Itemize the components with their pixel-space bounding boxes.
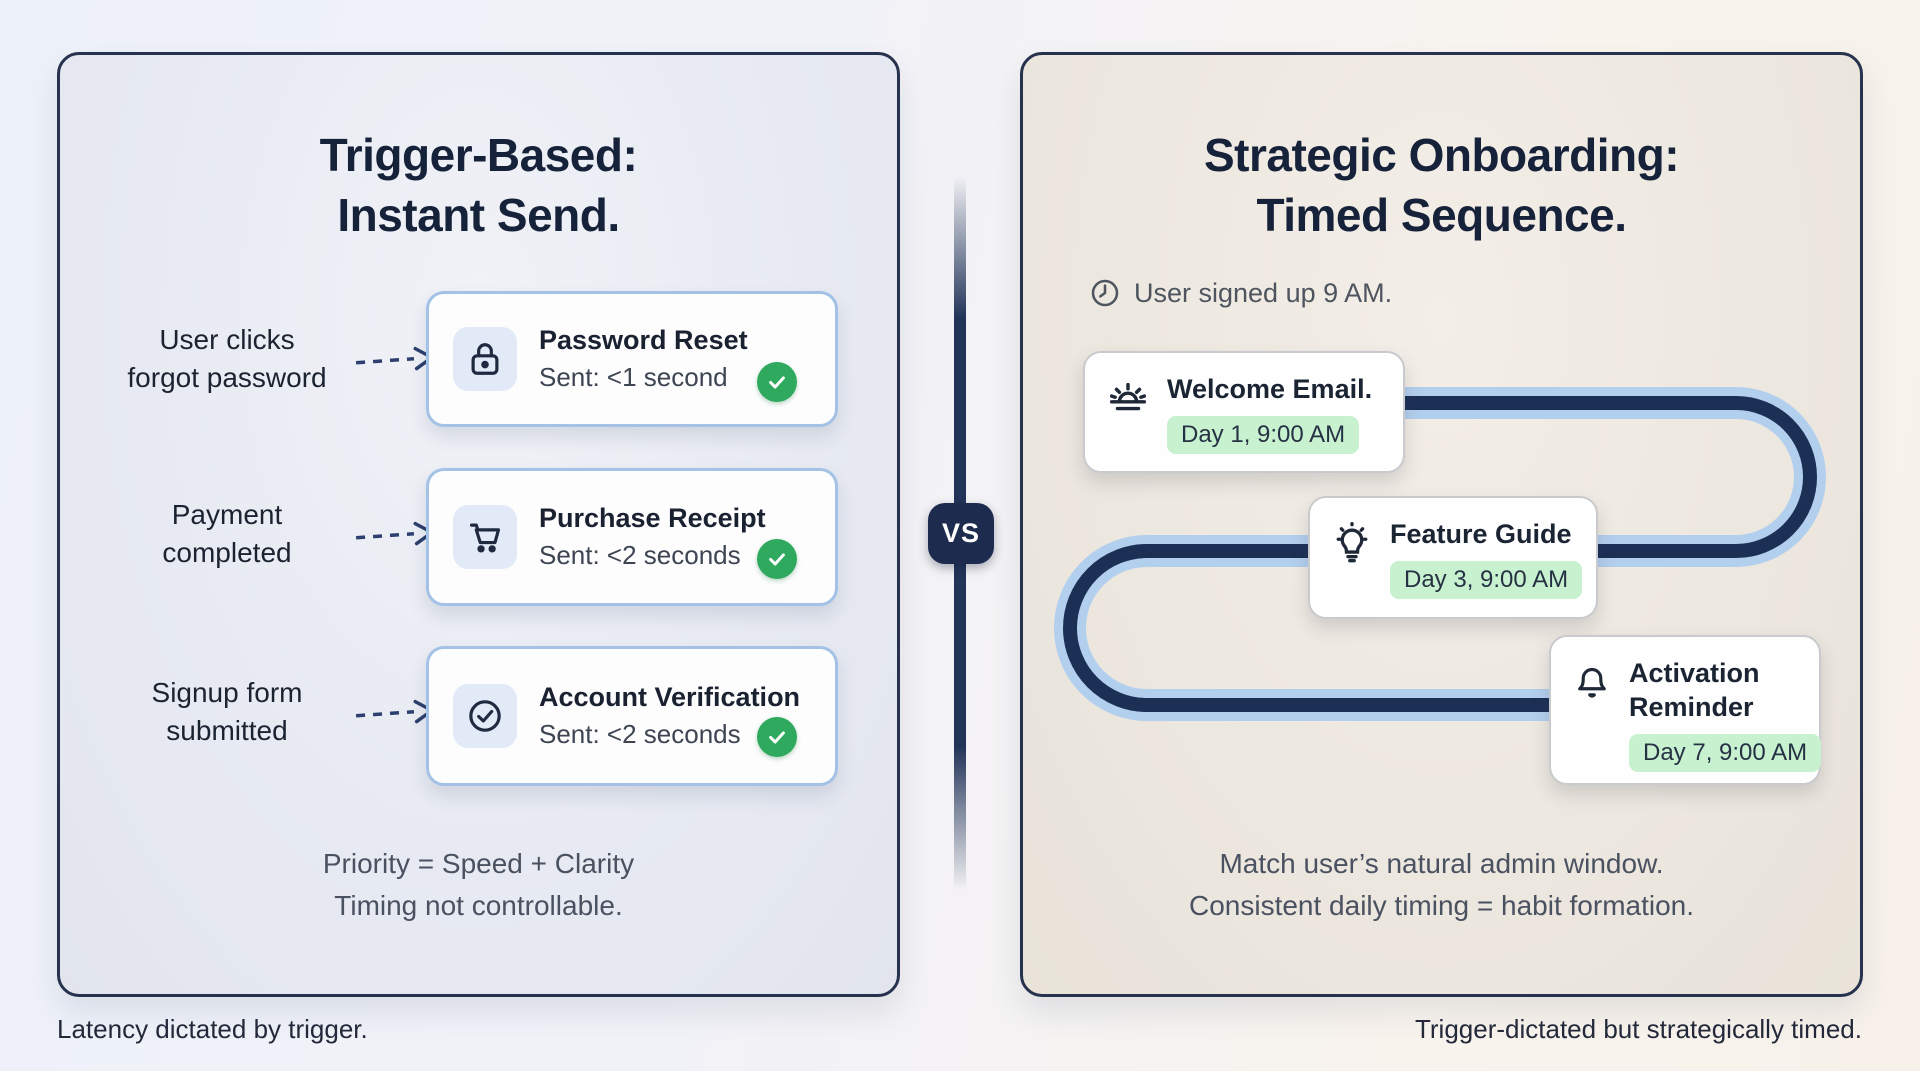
signup-note-text: User signed up 9 AM. <box>1134 277 1393 308</box>
bell-icon <box>1571 659 1613 701</box>
success-check-icon <box>757 362 797 402</box>
trigger-label-line1: User clicks <box>159 324 295 355</box>
card-purchase-receipt: Purchase Receipt Sent: <2 seconds <box>426 468 838 606</box>
step-schedule-badge: Day 7, 9:00 AM <box>1629 733 1822 772</box>
right-title-line2: Timed Sequence. <box>1256 188 1627 241</box>
card-account-verification: Account Verification Sent: <2 seconds <box>426 646 838 786</box>
left-footnote-line2: Timing not controllable. <box>334 890 623 921</box>
trigger-label-line2: forgot password <box>127 361 327 393</box>
sunrise-icon <box>1105 375 1151 421</box>
clock-icon <box>1089 277 1121 309</box>
step-title: Feature Guide <box>1390 519 1572 549</box>
right-panel-title: Strategic Onboarding: Timed Sequence. <box>1023 126 1860 246</box>
vs-badge: VS <box>928 503 994 564</box>
step-title: Welcome Email. <box>1167 374 1373 404</box>
left-panel-footnote: Priority = Speed + Clarity Timing not co… <box>60 843 897 927</box>
left-title-line1: Trigger-Based: <box>319 128 638 181</box>
vs-label: VS <box>941 518 981 548</box>
left-panel-title: Trigger-Based: Instant Send. <box>60 126 897 246</box>
card-title: Account Verification <box>539 682 801 712</box>
right-title-line1: Strategic Onboarding: <box>1203 128 1680 181</box>
right-panel-footnote: Match user’s natural admin window. Consi… <box>1023 843 1860 927</box>
trigger-based-panel: Trigger-Based: Instant Send. User clicks… <box>57 52 900 997</box>
check-circle-icon <box>453 684 517 748</box>
left-title-line2: Instant Send. <box>337 188 620 241</box>
trigger-label-line2: completed <box>162 536 292 568</box>
left-footnote-line1: Priority = Speed + Clarity <box>322 848 635 879</box>
card-sent-time: Sent: <2 seconds <box>539 719 741 749</box>
trigger-label-forgot-password: User clicks forgot password <box>82 321 372 397</box>
card-title: Purchase Receipt <box>539 503 766 533</box>
timeline-snake-path <box>1054 387 1826 721</box>
left-caption: Latency dictated by trigger. <box>57 1014 368 1044</box>
card-sent-time: Sent: <1 second <box>539 362 728 392</box>
success-check-icon <box>757 539 797 579</box>
trigger-label-signup: Signup form submitted <box>82 674 372 750</box>
step-schedule-badge: Day 3, 9:00 AM <box>1390 560 1583 599</box>
lock-icon <box>453 327 517 391</box>
trigger-label-line2: submitted <box>166 714 288 746</box>
signup-note-row: User signed up 9 AM. <box>1089 277 1392 309</box>
step-card-feature-guide: Feature Guide Day 3, 9:00 AM <box>1308 496 1598 619</box>
step-card-activation-reminder: Activation Reminder Day 7, 9:00 AM <box>1549 635 1822 785</box>
card-sent-time: Sent: <2 seconds <box>539 540 741 570</box>
step-title: Activation Reminder <box>1629 658 1760 722</box>
step-schedule-badge: Day 1, 9:00 AM <box>1167 415 1360 454</box>
right-caption: Trigger-dictated but strategically timed… <box>1414 1014 1862 1044</box>
right-footnote-line2: Consistent daily timing = habit formatio… <box>1188 890 1695 921</box>
trigger-label-line1: Signup form <box>151 677 303 708</box>
right-footnote-line1: Match user’s natural admin window. <box>1219 848 1664 879</box>
lightbulb-icon <box>1330 520 1374 564</box>
step-card-welcome-email: Welcome Email. Day 1, 9:00 AM <box>1083 351 1405 473</box>
strategic-onboarding-panel: Strategic Onboarding: Timed Sequence. Us… <box>1020 52 1863 997</box>
card-title: Password Reset <box>539 325 748 355</box>
trigger-label-payment: Payment completed <box>82 496 372 572</box>
cart-icon <box>453 505 517 569</box>
card-password-reset: Password Reset Sent: <1 second <box>426 291 838 427</box>
trigger-label-line1: Payment <box>171 499 283 530</box>
success-check-icon <box>757 717 797 757</box>
